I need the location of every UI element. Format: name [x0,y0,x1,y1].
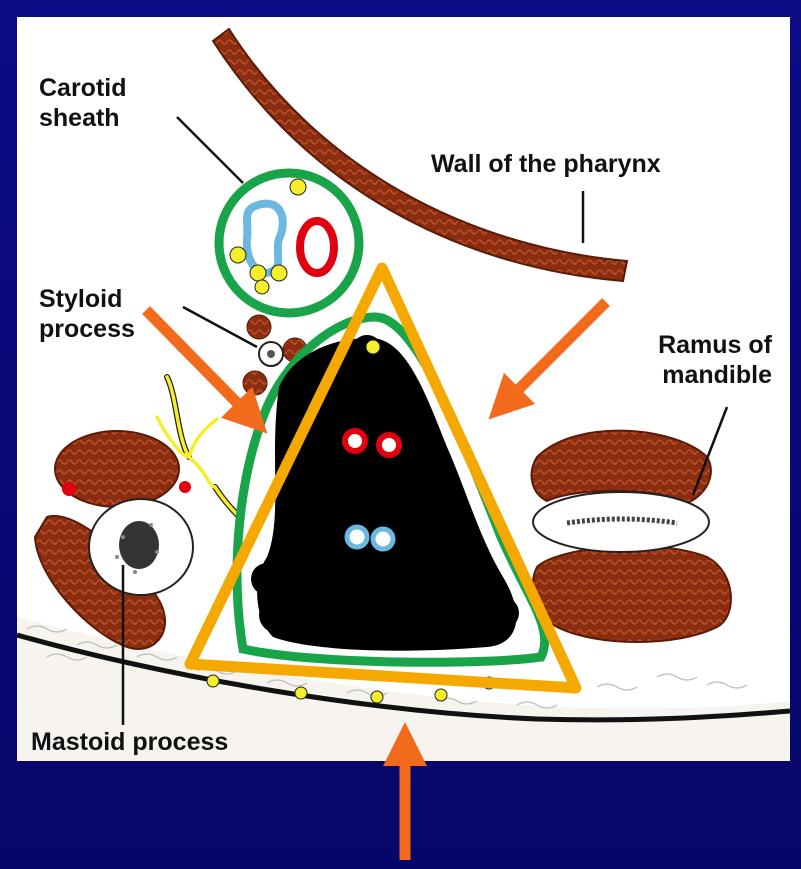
external-carotid-artery [345,431,365,451]
left-muscle-upper [55,431,179,507]
label-carotid-sheath-2: sheath [39,104,120,133]
retromandibular-vein [347,527,367,547]
label-ramus-2: mandible [662,361,772,390]
label-carotid-sheath-1: Carotid [39,74,127,103]
red-vessel-left [62,482,76,496]
medial-pterygoid-muscle [533,546,731,642]
anatomy-figure: Carotid sheath Wall of the pharynx Stylo… [17,17,790,761]
label-styloid-2: process [39,315,135,344]
carotid-artery [300,221,334,273]
internal-jugular-vein [247,204,283,273]
label-wall-of-pharynx: Wall of the pharynx [431,150,661,179]
carotid-sheath [219,173,359,313]
label-ramus-1: Ramus of [658,331,772,360]
styloid-muscle-1 [247,315,271,339]
label-mastoid-process: Mastoid process [31,728,228,757]
label-styloid-1: Styloid [39,285,122,314]
ramus-bone [533,492,709,552]
